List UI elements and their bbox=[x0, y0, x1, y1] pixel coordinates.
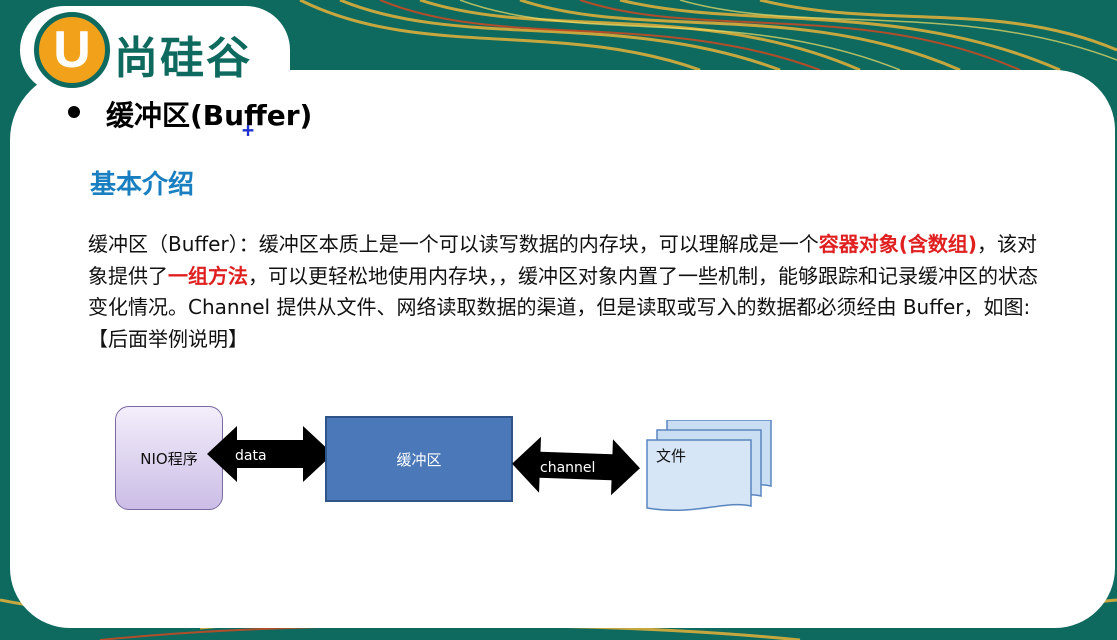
nio-program-label: NIO程序 bbox=[140, 449, 198, 468]
buffer-label: 缓冲区 bbox=[396, 450, 442, 469]
file-stack-icon bbox=[646, 420, 772, 512]
nio-program-box: NIO程序 bbox=[115, 406, 223, 510]
data-arrow-label: data bbox=[235, 448, 267, 464]
paragraph-text-3: ，可以更轻松地使用内存块，，缓冲区对象内置了一些机制，能够跟踪和记录缓冲区的状态… bbox=[88, 263, 1038, 351]
data-double-arrow bbox=[207, 426, 333, 482]
brand-logo: U 尚硅谷 bbox=[20, 6, 290, 94]
logo-u-circle: U bbox=[34, 12, 110, 88]
bullet-icon bbox=[68, 106, 80, 118]
logo-letter: U bbox=[53, 21, 91, 79]
paragraph-text-1: 缓冲区（Buffer）：缓冲区本质上是一个可以读写数据的内存块，可以理解成是一个 bbox=[88, 232, 819, 256]
crosshair-cursor-icon: + bbox=[242, 118, 255, 142]
highlight-method-set: 一组方法 bbox=[168, 263, 248, 288]
paragraph-text-2: ，该对象提供了 bbox=[88, 232, 1037, 288]
highlight-container-object: 容器对象(含数组) bbox=[818, 232, 977, 256]
channel-arrow-label: channel bbox=[540, 460, 596, 476]
channel-double-arrow bbox=[512, 436, 640, 496]
buffer-box: 缓冲区 bbox=[325, 416, 513, 502]
section-subtitle: 基本介绍 bbox=[90, 170, 195, 200]
intro-paragraph: 缓冲区（Buffer）：缓冲区本质上是一个可以读写数据的内存块，可以理解成是一个… bbox=[88, 229, 1043, 355]
slide-content-area bbox=[10, 70, 1115, 628]
slide-title: 缓冲区(Buffer) bbox=[106, 99, 313, 132]
logo-text: 尚硅谷 bbox=[114, 33, 252, 84]
file-label: 文件 bbox=[656, 447, 687, 465]
